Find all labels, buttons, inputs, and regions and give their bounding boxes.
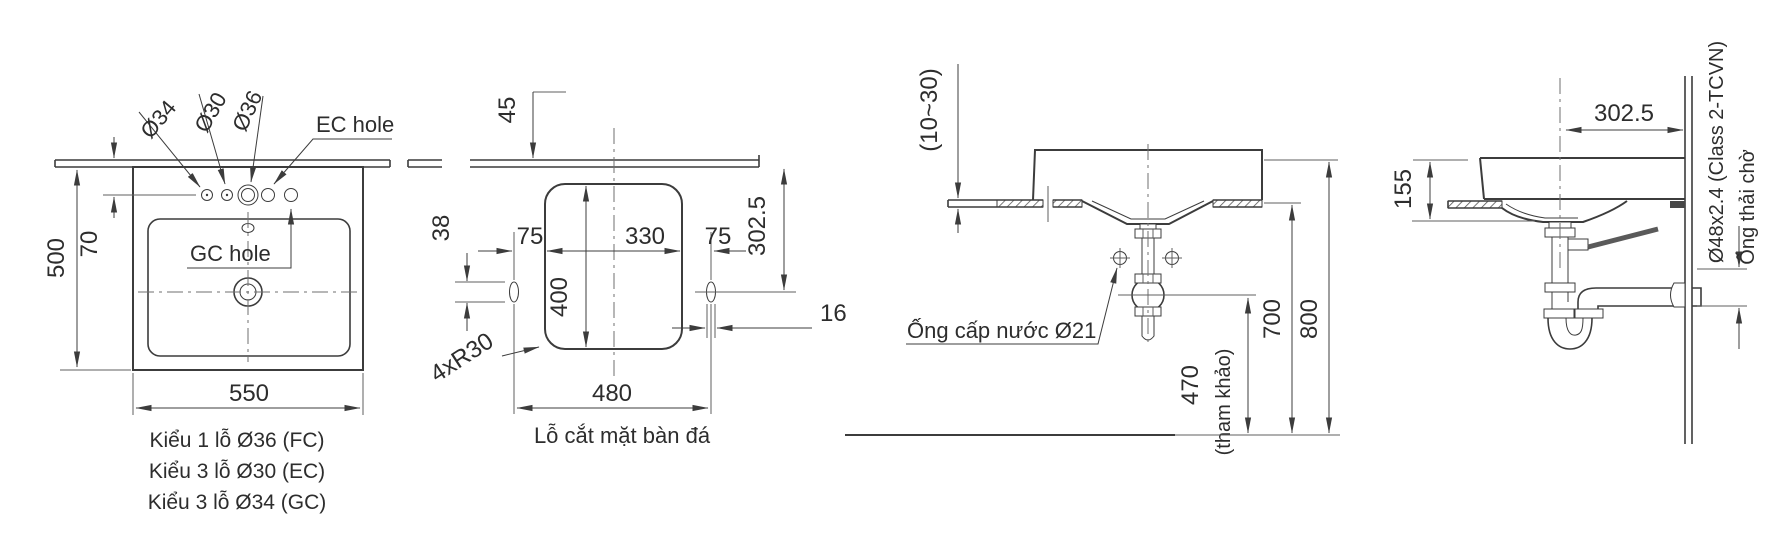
counter-hatch-mid [1052, 199, 1083, 208]
bowl-inner [1091, 200, 1205, 220]
countertop-edge-2 [407, 155, 760, 168]
dim-302-5-side-text: 302.5 [1594, 100, 1654, 127]
dim-70-text: 70 [76, 231, 103, 258]
dim-330-text: 330 [625, 223, 665, 250]
dim-38: 38 [428, 215, 505, 331]
dim-16-text: 16 [820, 300, 847, 327]
counter-hatch-side [1447, 200, 1503, 209]
counter-section [947, 199, 1262, 208]
dim-counter-thickness: (10~30) [916, 64, 962, 233]
side-drain-trap [1543, 221, 1702, 350]
corner-radius-callout: 4xR30 [425, 327, 540, 388]
side-section-view: 302.5 155 Ø48x2.4 (Class 2-TCVN) Ống thả… [1390, 41, 1759, 444]
dim-70: 70 [76, 137, 118, 258]
countertop-edge [54, 159, 391, 168]
caption-ec: Kiểu 3 lỗ Ø30 (EC) [149, 460, 325, 483]
basin-inner-rim [147, 218, 351, 357]
counter-hatch-right [1212, 199, 1263, 208]
faucet-holes [201, 184, 298, 206]
dim-500: 500 [43, 169, 131, 371]
dim-550-text: 550 [229, 380, 269, 407]
label-gc-hole: GC hole [190, 241, 271, 266]
waste-spec-text: Ø48x2.4 (Class 2-TCVN) [1706, 41, 1728, 263]
cutout-caption: Lỗ cắt mặt bàn đá [534, 423, 711, 448]
wall-escutcheon [1670, 282, 1686, 308]
dim-470: 470 (tham khảo) [1177, 297, 1252, 456]
dim-480: 480 [516, 380, 709, 412]
dim-700-text: 700 [1259, 299, 1286, 339]
hole-type-captions: Kiểu 1 lỗ Ø36 (FC) Kiểu 3 lỗ Ø30 (EC) Ki… [148, 429, 327, 514]
dim-155-text: 155 [1390, 169, 1417, 209]
dim-75-330-75: 75 330 75 [478, 223, 746, 414]
basin-side-body [1479, 157, 1685, 200]
center-lines [138, 212, 358, 362]
dim-470-text: 470 [1177, 365, 1204, 405]
dim-4xr30-text: 4xR30 [425, 327, 498, 387]
dim-155: 155 [1390, 159, 1535, 222]
supply-pipe-text: Ống cấp nước Ø21 [907, 317, 1096, 343]
label-d34: Ø34 [135, 95, 181, 143]
bowl-side-inner [1505, 203, 1578, 219]
counter-back-fill [1670, 201, 1685, 208]
dim-10-30-text: (10~30) [916, 68, 943, 151]
dim-400-text: 400 [546, 277, 573, 317]
caption-fc: Kiểu 1 lỗ Ø36 (FC) [149, 429, 324, 452]
dim-302-5: 302.5 [744, 168, 788, 291]
dim-550: 550 [132, 373, 364, 415]
dim-45: 45 [494, 91, 566, 159]
caption-gc: Kiểu 3 lỗ Ø34 (GC) [148, 491, 327, 514]
dim-400: 400 [546, 185, 590, 348]
wall-line [1684, 76, 1693, 444]
counter-hatch-left [996, 199, 1044, 208]
dim-75l-text: 75 [517, 223, 544, 250]
dim-302-5-text: 302.5 [744, 196, 771, 256]
dim-480-text: 480 [592, 380, 632, 407]
dim-470-note: (tham khảo) [1213, 349, 1235, 456]
dim-800-text: 800 [1296, 299, 1323, 339]
top-view: 500 70 550 Ø34 Ø30 Ø36 EC hole GC hole K… [43, 87, 394, 514]
supply-point-left [1110, 248, 1130, 268]
dim-700: 700 [1259, 202, 1301, 434]
label-ec-hole: EC hole [316, 112, 394, 137]
left-fixing-slot [509, 281, 519, 303]
dim-16: 16 [672, 300, 847, 338]
waste-pipe-text: Ống thải chờ [1735, 149, 1759, 264]
waste-pipe-stub [1692, 287, 1702, 307]
basin-outline [132, 166, 364, 371]
supply-pipe-callout: Ống cấp nước Ø21 [906, 267, 1118, 345]
dim-75r-text: 75 [705, 223, 732, 250]
dim-500-text: 500 [43, 238, 70, 278]
dim-45-text: 45 [494, 97, 521, 124]
supply-point-right [1162, 248, 1182, 268]
dim-800: 800 [1264, 159, 1338, 434]
front-install-view: Ống cấp nước Ø21 (10~30) 470 (tham khảo)… [845, 64, 1340, 455]
counter-section-side [1447, 200, 1502, 209]
dim-waste-pipe: Ø48x2.4 (Class 2-TCVN) Ống thải chờ [1697, 41, 1759, 349]
popup-rod [1587, 226, 1659, 250]
dim-38-text: 38 [428, 215, 455, 242]
dim-302-5-side: 302.5 [1565, 100, 1684, 134]
cutout-view: 45 38 75 330 75 400 302.5 [407, 91, 847, 448]
hole-callouts: Ø34 Ø30 Ø36 EC hole GC hole [135, 87, 394, 269]
label-d30: Ø30 [189, 88, 231, 137]
cutout-outline [544, 183, 683, 350]
